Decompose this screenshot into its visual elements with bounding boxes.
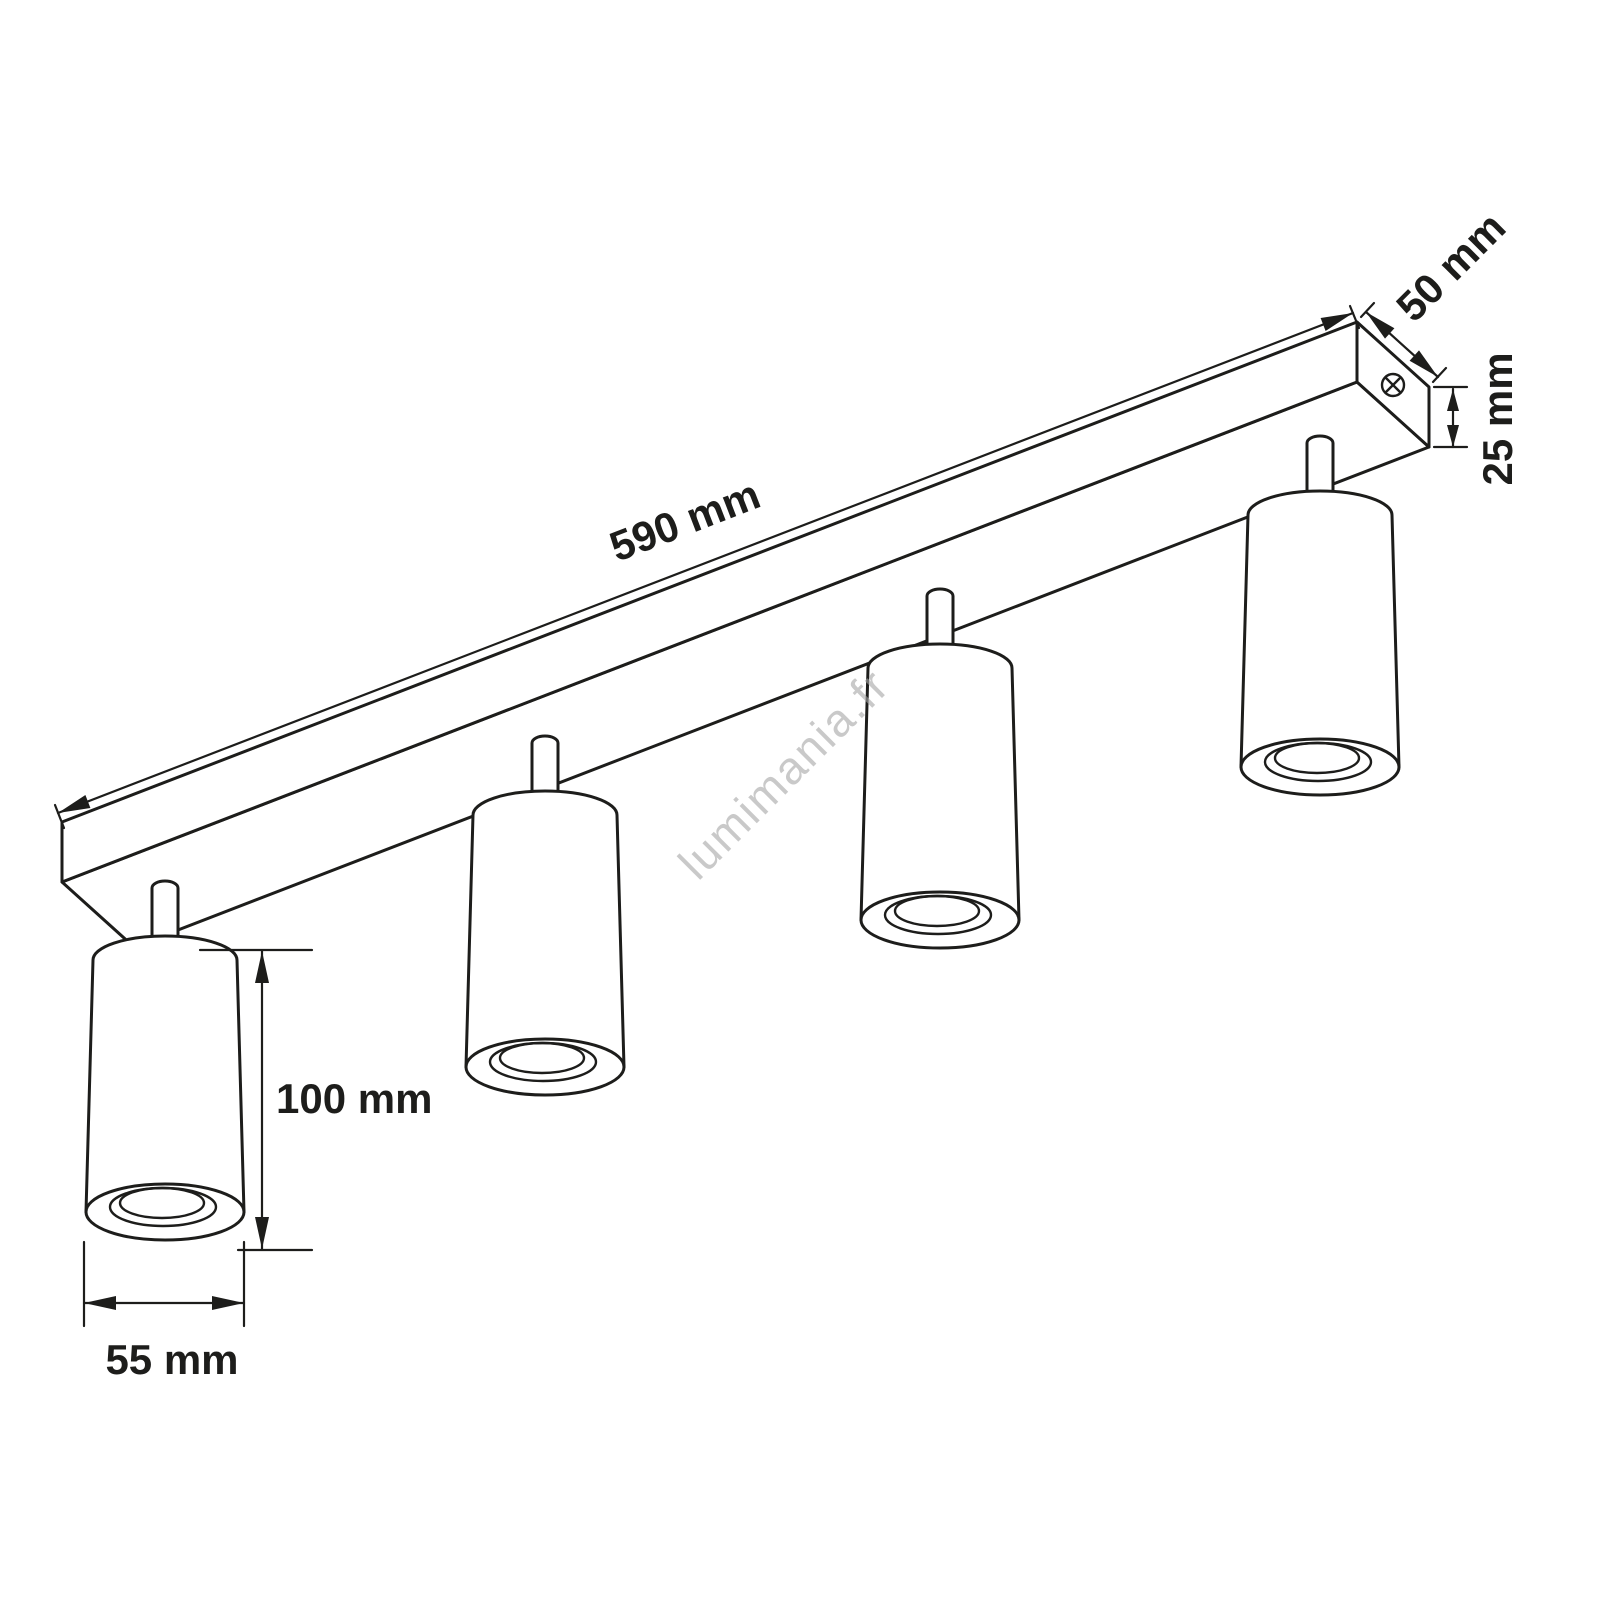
spot-diameter-label: 55 mm bbox=[105, 1336, 238, 1383]
rail-front-face bbox=[60, 320, 1359, 884]
dimension-spot-height: 100 mm bbox=[198, 948, 432, 1252]
spot-height-label: 100 mm bbox=[276, 1075, 432, 1122]
rail-depth-label: 50 mm bbox=[1387, 203, 1514, 330]
spotlight-1 bbox=[84, 879, 246, 1242]
dimension-rail-thickness: 25 mm bbox=[1432, 352, 1521, 486]
rail-length-label: 590 mm bbox=[603, 470, 766, 570]
mounting-rail bbox=[60, 320, 1431, 949]
dimension-spot-diameter: 55 mm bbox=[82, 1240, 246, 1383]
rail-bottom-face bbox=[60, 380, 1431, 949]
dimension-rail-length: 590 mm bbox=[53, 304, 1361, 830]
rail-thickness-label: 25 mm bbox=[1474, 352, 1521, 485]
screw-icon bbox=[1380, 372, 1406, 398]
